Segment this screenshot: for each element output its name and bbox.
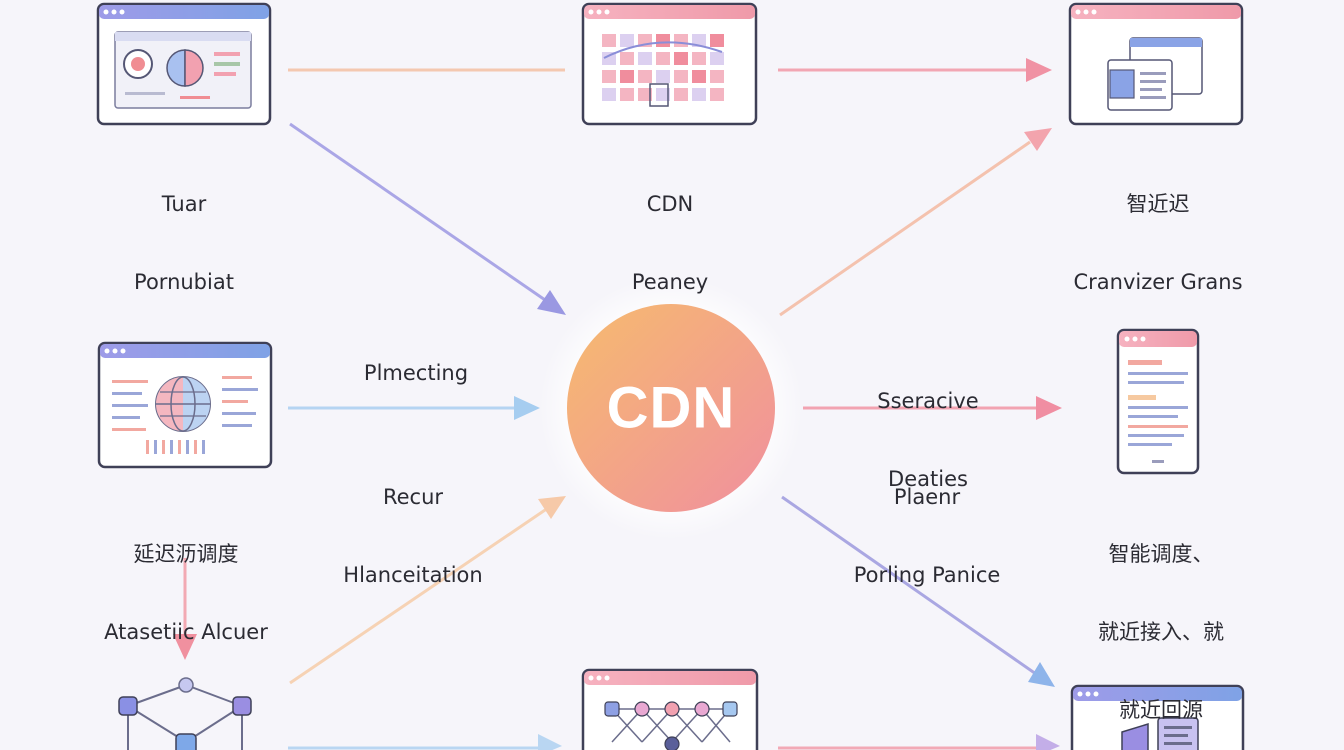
mid-left-line-2: Atasetiic Alcuer <box>104 620 268 644</box>
pie-chart-window-icon <box>96 2 272 126</box>
mobile-document-icon <box>1116 328 1200 475</box>
windows-stack-icon <box>1068 2 1244 126</box>
top-center-caption: CDN Peaney <box>632 139 708 321</box>
top-left-line-2: Pornubiat <box>134 270 234 294</box>
cdn-hub <box>539 276 803 540</box>
mid-right-line-3: 就近回源 <box>1119 698 1203 722</box>
mid-right-line-2: 就近接入、就 <box>1098 620 1224 644</box>
top-center-line-1: CDN <box>646 192 694 216</box>
mid-right-line-1: 智能调度、 <box>1108 542 1214 566</box>
arrow-bottomleft-bottomcenter <box>288 734 562 750</box>
top-right-caption: 智近迟 Cranvizer Grans <box>1073 139 1242 321</box>
edge-label-right-bottom-line-1: Plaenr <box>893 485 961 509</box>
mid-right-caption: 智能调度、 就近接入、就 就近回源 <box>1098 489 1224 749</box>
edge-label-right-bottom-line-2: Porling Panice <box>853 563 1001 587</box>
arrow-topcenter-topright <box>778 58 1052 82</box>
arrow-midleft-hub <box>288 396 540 420</box>
edge-label-left-bottom: Recur Hlanceitation <box>343 432 482 614</box>
network-window-icon <box>581 668 759 750</box>
arrow-bottomcenter-bottomright <box>778 734 1060 750</box>
arrow-hub-bottomright <box>781 495 1055 687</box>
top-right-line-2: Cranvizer Grans <box>1073 270 1243 294</box>
arrow-hub-topright <box>779 128 1052 317</box>
connectors <box>173 58 1062 750</box>
mid-left-caption: 延迟沥调度 Atasetiic Alcuer <box>104 489 268 671</box>
arrow-midleft-bottomleft <box>173 558 197 660</box>
edge-label-right-top: Sseracive Deaties <box>877 336 978 518</box>
document-window-icon <box>1070 684 1245 750</box>
edge-label-right-top-line-2: Deaties <box>888 467 968 491</box>
globe-window-icon <box>97 341 273 469</box>
top-right-line-1: 智近迟 <box>1126 192 1190 216</box>
grid-window-icon <box>581 2 758 126</box>
top-left-caption: Tuar Pornubiat <box>134 139 234 321</box>
edge-label-right-top-line-1: Sseracive <box>877 389 979 413</box>
mid-left-line-1: 延迟沥调度 <box>133 542 239 566</box>
arrow-topleft-hub <box>289 122 566 315</box>
edge-label-left-top: Plmecting <box>363 361 469 385</box>
arrow-bottomleft-hub <box>289 496 566 685</box>
edge-label-left-bottom-line-1: Recur <box>382 485 444 509</box>
top-center-line-2: Peaney <box>631 270 709 294</box>
network-nodes-icon <box>118 677 252 750</box>
hub-label: CDN <box>606 375 736 441</box>
top-left-line-1: Tuar <box>161 192 207 216</box>
edge-label-left-bottom-line-2: Hlanceitation <box>343 563 483 587</box>
arrow-hub-midright <box>803 396 1062 420</box>
edge-label-right-bottom: Plaenr Porling Panice <box>854 432 1001 614</box>
